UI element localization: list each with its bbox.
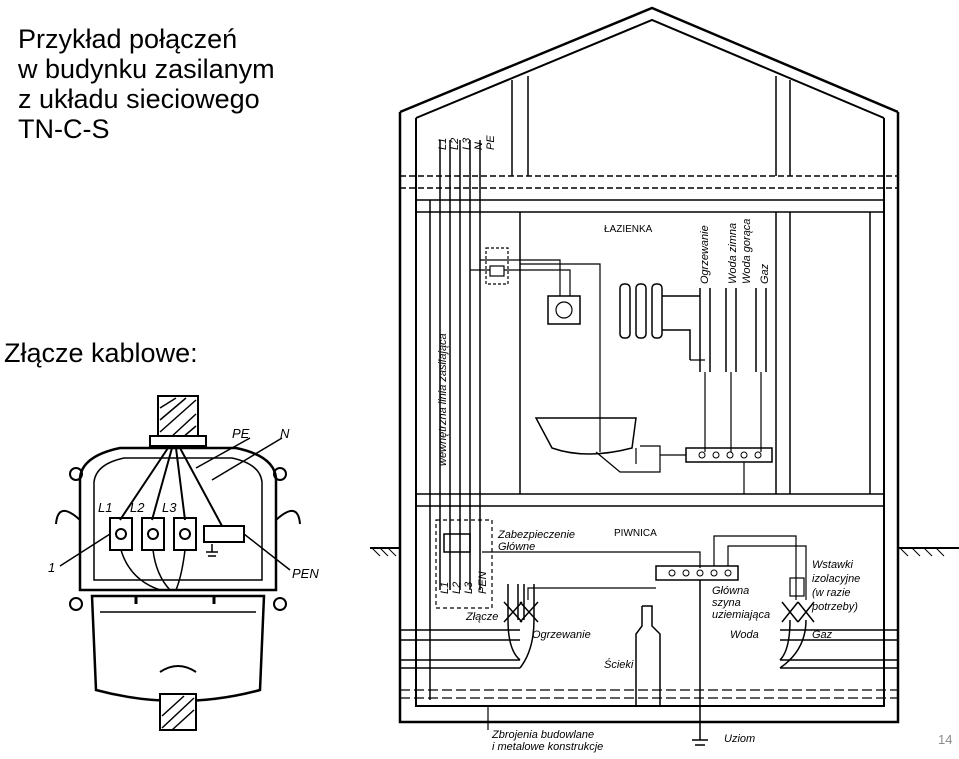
label-top-l1: L1 <box>437 138 449 150</box>
label-l3: L3 <box>162 500 177 515</box>
roof <box>399 6 899 114</box>
title-line-1: Przykład połączeń <box>18 24 238 54</box>
label-n: N <box>280 426 290 441</box>
main-earthing-bar <box>655 565 739 581</box>
fuse-base-l1 <box>109 517 133 551</box>
label-inserts-2: izolacyjne <box>812 573 860 585</box>
building-labels: L1 L2 L3 N PE wewnętrzna linia zasilając… <box>437 135 860 753</box>
label-ref-1: 1 <box>48 560 55 575</box>
label-inserts-3: (w razie <box>812 587 851 599</box>
label-top-pe: PE <box>485 135 497 150</box>
label-inserts-4: potrzeby) <box>811 601 858 613</box>
label-bottom-l1: L1 <box>439 582 451 594</box>
label-inserts-1: Wstawki <box>812 559 854 571</box>
title-line-4: TN-C-S <box>18 114 110 144</box>
label-riser-cold-water: Woda zimna <box>727 223 739 284</box>
fuse-base-l3 <box>173 517 197 551</box>
label-water: Woda <box>730 629 759 641</box>
connector-labels: PE N L1 L2 L3 PEN 1 <box>48 426 319 581</box>
cable-connector-drawing <box>55 395 301 731</box>
label-basement: PIWNICA <box>614 528 657 539</box>
slide-title: Przykład połączeń w budynku zasilanym z … <box>18 24 275 144</box>
supply-cable-top <box>149 395 207 447</box>
label-earth: Uziom <box>724 733 755 745</box>
fuse-base-l2 <box>141 517 165 551</box>
label-sewage: Ścieki <box>604 658 634 671</box>
label-top-l2: L2 <box>449 138 461 150</box>
main-fuse-dashed-box <box>435 519 493 609</box>
label-riser-gas: Gaz <box>759 263 771 284</box>
sewage-pipe <box>635 605 661 706</box>
pen-terminal <box>203 525 245 543</box>
label-bottom-l3: L3 <box>463 581 475 594</box>
label-l1: L1 <box>98 500 112 515</box>
radiator <box>619 283 700 360</box>
label-heating: Ogrzewanie <box>532 629 591 641</box>
label-reinforcement-2: i metalowe konstrukcje <box>492 741 603 753</box>
label-busbar-2: szyna <box>712 597 741 609</box>
label-top-n: N <box>473 142 485 150</box>
supply-conductors <box>439 140 481 590</box>
title-line-3: z układu sieciowego <box>18 84 260 114</box>
label-riser-heating: Ogrzewanie <box>699 225 711 284</box>
page-number: 14 <box>938 732 953 747</box>
label-top-l3: L3 <box>461 137 473 150</box>
label-internal-line: wewnętrzna linia zasilająca <box>437 333 449 466</box>
title-line-2: w budynku zasilanym <box>18 54 275 84</box>
label-main-fuse-2: Główne <box>498 541 535 553</box>
label-riser-hot-water: Woda gorąca <box>741 219 753 284</box>
label-gas: Gaz <box>812 629 833 641</box>
bathroom-junction <box>485 247 509 285</box>
label-main-fuse-1: Zabezpieczenie <box>497 529 575 541</box>
label-busbar-1: Główna <box>712 585 749 597</box>
socket <box>547 295 581 325</box>
label-busbar-3: uziemiająca <box>712 609 770 621</box>
label-bottom-l2: L2 <box>451 582 463 594</box>
label-bottom-pen: PEN <box>477 571 489 594</box>
label-connector: Złącze <box>465 611 498 623</box>
cable-connector-heading: Złącze kablowe: <box>4 338 198 368</box>
label-pen: PEN <box>292 566 319 581</box>
building-drawing <box>370 6 959 746</box>
bathtub <box>534 417 637 455</box>
label-l2: L2 <box>130 500 145 515</box>
label-reinforcement-1: Zbrojenia budowlane <box>491 729 594 741</box>
label-bathroom: ŁAZIENKA <box>604 224 653 235</box>
label-pe: PE <box>232 426 250 441</box>
